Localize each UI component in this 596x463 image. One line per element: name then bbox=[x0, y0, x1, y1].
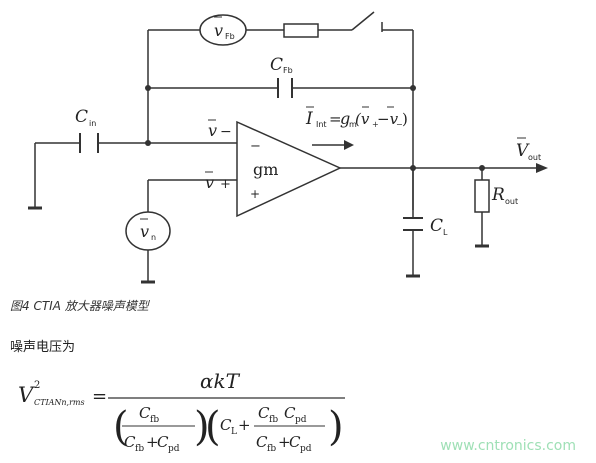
d1-den-plus: + bbox=[146, 433, 159, 451]
reset-switch-icon bbox=[351, 11, 383, 32]
vfb-noise-source-icon bbox=[199, 14, 247, 46]
paren-open-1: ( bbox=[113, 404, 129, 450]
d2-num-c2: C bbox=[284, 404, 296, 422]
vout-label: V bbox=[516, 141, 530, 161]
feedback-resistor-icon bbox=[283, 23, 319, 38]
watermark: www.cntronics.com bbox=[440, 438, 576, 454]
iint-eq: = bbox=[329, 110, 342, 128]
iint-minus: −v bbox=[377, 110, 399, 128]
d2-den-plus: + bbox=[278, 433, 291, 451]
d1-den-c2: C bbox=[157, 433, 169, 451]
cin-label: C bbox=[75, 107, 88, 127]
d2-num-c1: C bbox=[258, 404, 270, 422]
amp-plus: + bbox=[250, 187, 260, 201]
d2-cl: C bbox=[220, 416, 232, 434]
rout-sub: out bbox=[505, 197, 518, 206]
formula-lhs-sup: 2 bbox=[34, 380, 40, 391]
iint-expr-sub-plus: + bbox=[372, 120, 379, 129]
ctia-circuit-diagram: v Fb C Fb C in v − v + − + gm I Int = g … bbox=[28, 11, 548, 284]
formula-numerator: αkT bbox=[200, 369, 241, 393]
vminus-sign: − bbox=[220, 124, 232, 140]
noise-voltage-label: 噪声电压为 bbox=[10, 340, 76, 355]
iint-gm: g bbox=[340, 109, 350, 128]
vminus-label: v bbox=[208, 121, 217, 140]
d2-den-sub1: fb bbox=[267, 444, 276, 454]
cin-sub: in bbox=[89, 119, 96, 128]
d2-plus: + bbox=[238, 416, 251, 434]
formula-lhs: V bbox=[18, 383, 35, 407]
vn-noise-source-icon bbox=[125, 211, 171, 251]
formula-lhs-sub: CTIANn,rms bbox=[34, 398, 85, 407]
iint-label: I bbox=[305, 109, 313, 129]
d2-cl-sub: L bbox=[231, 427, 237, 437]
cfb-label: C bbox=[270, 55, 283, 75]
gm-amplifier-icon bbox=[236, 120, 342, 218]
d2-den-c2: C bbox=[289, 433, 301, 451]
vplus-sign: + bbox=[220, 177, 231, 192]
rout-resistor-icon bbox=[474, 179, 490, 213]
current-arrow-icon bbox=[312, 140, 354, 150]
vout-sub: out bbox=[528, 153, 541, 162]
d1-den-sub2: pd bbox=[168, 444, 180, 454]
iint-expr-sub-minus: − bbox=[396, 120, 403, 129]
vfb-sub: Fb bbox=[225, 32, 235, 41]
paren-close-2: ) bbox=[328, 404, 344, 450]
rout-label: R bbox=[491, 185, 505, 205]
d2-den-sub2: pd bbox=[300, 444, 312, 454]
figure-caption: 图4 CTIA 放大器噪声模型 bbox=[10, 299, 149, 313]
cfb-capacitor-icon bbox=[277, 78, 293, 98]
d2-num-sub1: fb bbox=[269, 415, 278, 425]
cin-capacitor-icon bbox=[79, 133, 99, 153]
output-arrow-icon bbox=[536, 163, 548, 173]
formula-eq: = bbox=[92, 386, 107, 407]
iint-sub: Int bbox=[316, 120, 327, 129]
vfb-label: v bbox=[214, 21, 223, 40]
iint-close: ) bbox=[402, 110, 408, 128]
vn-sub: n bbox=[151, 233, 156, 242]
paren-open-2: ( bbox=[205, 404, 221, 450]
d1-num-sub: fb bbox=[150, 415, 159, 425]
d1-num-c: C bbox=[139, 404, 151, 422]
d2-den-c1: C bbox=[256, 433, 268, 451]
vn-label: v bbox=[140, 222, 149, 241]
amp-minus: − bbox=[250, 139, 261, 154]
cfb-sub: Fb bbox=[283, 66, 293, 75]
iint-expr: (v bbox=[355, 110, 370, 128]
amp-gm-label: gm bbox=[253, 160, 278, 179]
vplus-label: v bbox=[205, 173, 214, 192]
paren-close-1: ) bbox=[194, 404, 210, 450]
cl-label: C bbox=[430, 216, 443, 236]
noise-formula: V 2 CTIANn,rms = αkT ( C fb C fb + C pd … bbox=[18, 369, 345, 454]
d2-num-sub2: pd bbox=[295, 415, 307, 425]
d1-den-c1: C bbox=[124, 433, 136, 451]
cl-capacitor-icon bbox=[403, 217, 423, 231]
iint-gm-sub: m bbox=[349, 120, 357, 129]
cl-sub: L bbox=[443, 228, 448, 237]
d1-den-sub1: fb bbox=[135, 444, 144, 454]
